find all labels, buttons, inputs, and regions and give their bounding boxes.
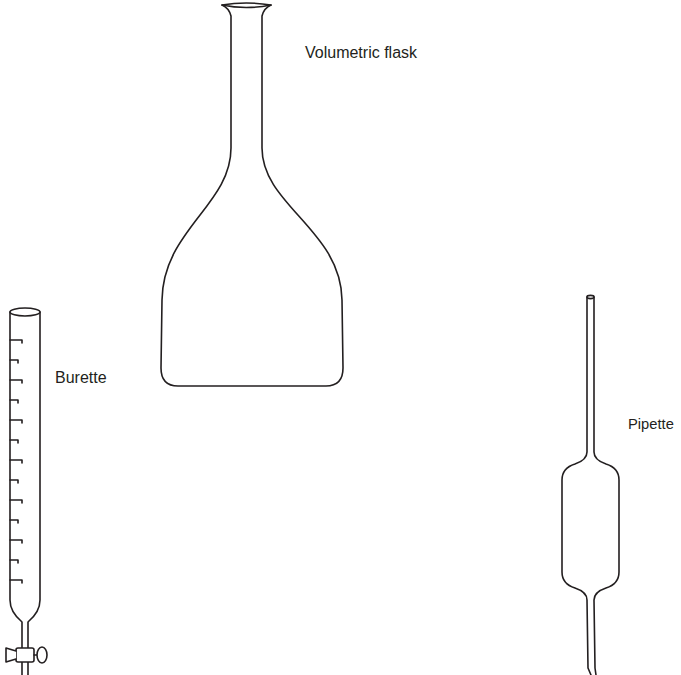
burette-tube bbox=[10, 312, 40, 675]
graduation-tick bbox=[10, 420, 22, 423]
pipette-outline bbox=[562, 297, 619, 675]
graduation-ticks bbox=[10, 340, 22, 583]
graduation-tick bbox=[10, 560, 18, 563]
stopcock-knob bbox=[37, 647, 47, 663]
part-label: Burette bbox=[55, 368, 107, 387]
graduation-tick bbox=[10, 460, 22, 463]
pipette-top bbox=[587, 295, 594, 298]
flask-rim bbox=[222, 3, 271, 8]
stopcock-barrel bbox=[16, 648, 34, 662]
pipette bbox=[562, 295, 619, 675]
graduation-tick bbox=[10, 380, 22, 383]
graduation-tick bbox=[10, 440, 18, 443]
flask-outline bbox=[161, 5, 343, 386]
graduation-tick bbox=[10, 500, 22, 503]
graduation-tick bbox=[10, 480, 18, 483]
graduation-tick bbox=[10, 400, 18, 403]
graduation-tick bbox=[10, 340, 22, 343]
part-label: Pipette bbox=[628, 416, 674, 434]
graduation-tick bbox=[10, 520, 18, 523]
graduation-tick bbox=[10, 360, 18, 363]
graduation-tick bbox=[10, 580, 22, 583]
stopcock-handle bbox=[6, 648, 16, 662]
graduation-tick bbox=[10, 540, 22, 543]
burette-top bbox=[10, 308, 40, 316]
burette bbox=[6, 308, 47, 675]
part-label: Volumetric flask bbox=[305, 43, 417, 62]
